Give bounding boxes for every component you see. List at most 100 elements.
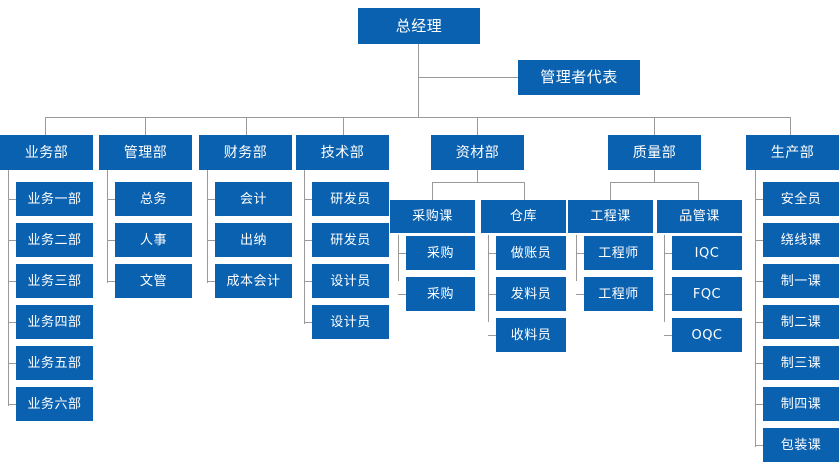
connector-drop-zicai — [477, 170, 478, 182]
connector-stub-col1-3 — [8, 281, 16, 282]
node-admin-hr[interactable]: 人事 — [115, 223, 192, 257]
connector-stub-col1-1 — [8, 199, 16, 200]
connector-stub-pinguan-2 — [664, 294, 672, 295]
connector-root-vertical — [418, 44, 419, 117]
node-sales-team-4[interactable]: 业务四部 — [16, 305, 93, 339]
connector-stub-col4-1 — [304, 199, 312, 200]
connector-drop-dept-1 — [45, 117, 46, 135]
node-quality-engineering-section[interactable]: 工程课 — [568, 200, 653, 233]
node-production-packaging-section[interactable]: 包装课 — [763, 428, 839, 462]
node-finance-cashier[interactable]: 出纳 — [215, 223, 292, 257]
node-management-representative[interactable]: 管理者代表 — [518, 60, 640, 95]
connector-stub-gongcheng-2 — [576, 294, 584, 295]
connector-stub-col1-2 — [8, 240, 16, 241]
node-production-section-4[interactable]: 制四课 — [763, 387, 839, 421]
connector-spine-col1 — [8, 170, 9, 406]
node-admin-document-control[interactable]: 文管 — [115, 264, 192, 298]
connector-main-bus — [45, 117, 791, 118]
node-purchasing-buyer-2[interactable]: 采购 — [406, 277, 475, 311]
node-department-sales[interactable]: 业务部 — [0, 135, 93, 170]
node-sales-team-1[interactable]: 业务一部 — [16, 182, 93, 216]
node-tech-rd-engineer-2[interactable]: 研发员 — [312, 223, 389, 257]
connector-stub-cangku-2 — [488, 294, 496, 295]
node-finance-accounting[interactable]: 会计 — [215, 182, 292, 216]
connector-stub-caigou-1 — [398, 253, 406, 254]
connector-spine-col2 — [107, 170, 108, 283]
connector-stub-cangku-1 — [488, 253, 496, 254]
connector-drop-dept-3 — [246, 117, 247, 135]
connector-stub-col3-3 — [207, 281, 215, 282]
node-department-materials[interactable]: 资材部 — [431, 135, 524, 170]
node-sales-team-2[interactable]: 业务二部 — [16, 223, 93, 257]
connector-spine-caigouke — [398, 235, 399, 281]
node-sales-team-6[interactable]: 业务六部 — [16, 387, 93, 421]
connector-stub-col7-3 — [755, 281, 763, 282]
connector-stub-col7-2 — [755, 240, 763, 241]
connector-drop-pinguanke — [698, 182, 699, 200]
connector-stub-col1-4 — [8, 322, 16, 323]
connector-drop-zhiliang — [654, 170, 655, 182]
connector-drop-gongchengke — [610, 182, 611, 200]
node-quality-engineer-1[interactable]: 工程师 — [584, 236, 653, 270]
node-tech-designer-1[interactable]: 设计员 — [312, 264, 389, 298]
connector-stub-pinguan-1 — [664, 253, 672, 254]
node-quality-iqc[interactable]: IQC — [672, 236, 742, 270]
connector-drop-cangku — [524, 182, 525, 200]
connector-root-to-staff — [418, 77, 518, 78]
connector-bus-zicai — [432, 182, 524, 183]
connector-stub-col4-4 — [304, 322, 312, 323]
connector-stub-col3-1 — [207, 199, 215, 200]
node-department-production[interactable]: 生产部 — [746, 135, 839, 170]
connector-spine-col4 — [304, 170, 305, 324]
node-department-administration[interactable]: 管理部 — [99, 135, 192, 170]
node-quality-control-section[interactable]: 品管课 — [657, 200, 742, 233]
node-department-finance[interactable]: 财务部 — [199, 135, 292, 170]
node-tech-rd-engineer-1[interactable]: 研发员 — [312, 182, 389, 216]
connector-stub-col7-5 — [755, 363, 763, 364]
connector-drop-dept-2 — [145, 117, 146, 135]
node-warehouse-receiver[interactable]: 收料员 — [496, 318, 566, 352]
connector-stub-col2-1 — [107, 199, 115, 200]
connector-drop-dept-4 — [343, 117, 344, 135]
node-quality-engineer-2[interactable]: 工程师 — [584, 277, 653, 311]
node-department-quality[interactable]: 质量部 — [608, 135, 701, 170]
connector-stub-caigou-2 — [398, 294, 406, 295]
connector-spine-col3 — [207, 170, 208, 283]
connector-spine-cangku — [488, 235, 489, 322]
node-warehouse-bookkeeper[interactable]: 做账员 — [496, 236, 566, 270]
node-sales-team-5[interactable]: 业务五部 — [16, 346, 93, 380]
node-sales-team-3[interactable]: 业务三部 — [16, 264, 93, 298]
node-materials-warehouse-section[interactable]: 仓库 — [481, 200, 566, 233]
connector-stub-col4-2 — [304, 240, 312, 241]
connector-drop-dept-6 — [654, 117, 655, 135]
connector-stub-col1-5 — [8, 363, 16, 364]
node-production-section-2[interactable]: 制二课 — [763, 305, 839, 339]
connector-stub-col7-4 — [755, 322, 763, 323]
connector-stub-col1-6 — [8, 404, 16, 405]
node-production-safety-officer[interactable]: 安全员 — [763, 182, 839, 216]
connector-stub-cangku-3 — [488, 335, 496, 336]
node-quality-oqc[interactable]: OQC — [672, 318, 742, 352]
connector-drop-dept-7 — [790, 117, 791, 135]
connector-spine-pinguanke — [664, 235, 665, 322]
node-general-manager[interactable]: 总经理 — [358, 8, 480, 44]
connector-spine-col7 — [755, 170, 756, 447]
node-department-technology[interactable]: 技术部 — [296, 135, 389, 170]
node-warehouse-issuer[interactable]: 发料员 — [496, 277, 566, 311]
node-purchasing-buyer-1[interactable]: 采购 — [406, 236, 475, 270]
connector-stub-col3-2 — [207, 240, 215, 241]
connector-drop-dept-5 — [477, 117, 478, 135]
connector-stub-col7-7 — [755, 445, 763, 446]
connector-stub-col2-2 — [107, 240, 115, 241]
node-materials-purchasing-section[interactable]: 采购课 — [390, 200, 475, 233]
node-tech-designer-2[interactable]: 设计员 — [312, 305, 389, 339]
node-production-section-1[interactable]: 制一课 — [763, 264, 839, 298]
connector-stub-gongcheng-1 — [576, 253, 584, 254]
connector-stub-col2-3 — [107, 281, 115, 282]
node-quality-fqc[interactable]: FQC — [672, 277, 742, 311]
node-finance-cost-accounting[interactable]: 成本会计 — [215, 264, 292, 298]
node-production-section-3[interactable]: 制三课 — [763, 346, 839, 380]
node-admin-general-affairs[interactable]: 总务 — [115, 182, 192, 216]
node-production-winding-section[interactable]: 绕线课 — [763, 223, 839, 257]
